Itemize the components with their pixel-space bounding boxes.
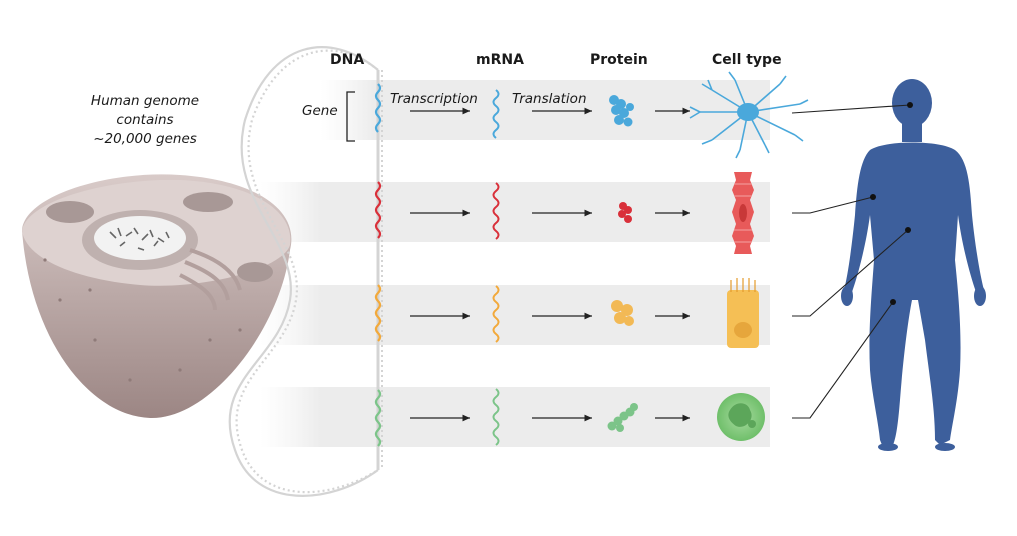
band-row-3 bbox=[260, 285, 770, 345]
mrna-1 bbox=[492, 89, 500, 139]
band-row-2 bbox=[260, 182, 770, 242]
header-cell-type: Cell type bbox=[712, 52, 782, 68]
protein-4 bbox=[607, 403, 638, 432]
mrna-4 bbox=[492, 388, 500, 446]
row-bands bbox=[260, 80, 770, 447]
header-protein: Protein bbox=[590, 52, 648, 68]
cell-illustration bbox=[22, 174, 292, 419]
header-mrna: mRNA bbox=[476, 52, 524, 68]
mrna-strands bbox=[492, 89, 500, 446]
mrna-2 bbox=[492, 182, 500, 240]
connector-arm bbox=[792, 196, 874, 214]
human-body bbox=[841, 79, 986, 451]
gene-segment-1 bbox=[374, 83, 382, 133]
epithelial-cell bbox=[727, 278, 759, 348]
label-translation: Translation bbox=[512, 91, 587, 107]
band-row-4 bbox=[260, 387, 770, 447]
genome-caption-line2: contains bbox=[116, 112, 174, 128]
label-gene: Gene bbox=[302, 103, 338, 119]
body-connectors bbox=[791, 102, 913, 419]
muscle-cell bbox=[732, 172, 754, 254]
flow-arrows bbox=[410, 107, 690, 422]
label-transcription: Transcription bbox=[390, 91, 478, 107]
connector-brain bbox=[791, 104, 911, 114]
gene-segment-2 bbox=[374, 181, 382, 239]
genome-caption: Human genome contains ~20,000 genes bbox=[80, 92, 210, 149]
gene-segments bbox=[374, 83, 382, 447]
neuron-cell bbox=[689, 71, 809, 159]
genome-caption-line3: ~20,000 genes bbox=[93, 131, 197, 147]
genome-caption-line1: Human genome bbox=[90, 93, 200, 109]
mrna-3 bbox=[492, 285, 500, 343]
gene-bracket bbox=[346, 91, 355, 142]
protein-3 bbox=[611, 300, 634, 326]
dna-strand bbox=[228, 46, 383, 497]
immune-cell bbox=[717, 393, 765, 441]
gene-segment-4 bbox=[374, 389, 382, 447]
gene-segment-3 bbox=[374, 284, 382, 342]
protein-1 bbox=[609, 95, 634, 127]
connector-torso bbox=[792, 229, 909, 317]
header-dna: DNA bbox=[330, 52, 365, 68]
connector-leg bbox=[792, 301, 894, 419]
protein-2 bbox=[618, 202, 632, 223]
band-row-1 bbox=[320, 80, 770, 140]
